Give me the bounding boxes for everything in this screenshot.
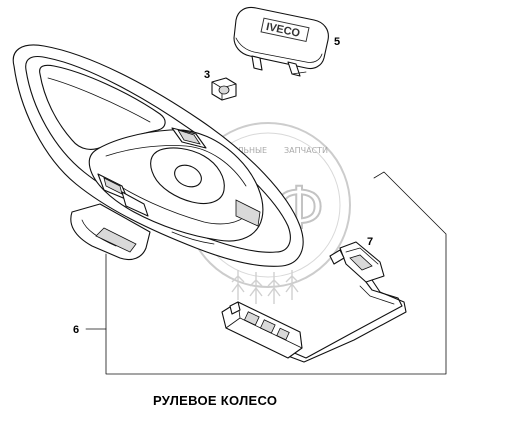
horn-cover: IVECO [233, 6, 329, 77]
watermark-text-right: ЗАПЧАСТИ [284, 146, 328, 155]
callout-lines [85, 171, 447, 375]
callout-3: 3 [204, 69, 210, 81]
watermark-wheat-icon [231, 270, 299, 304]
hub-nut [211, 77, 237, 101]
switch-harness [221, 241, 407, 363]
callout-7: 7 [367, 236, 373, 248]
diagram-caption: РУЛЕВОЕ КОЛЕСО [153, 393, 277, 408]
callout-6: 6 [73, 324, 79, 336]
callout-5: 5 [334, 36, 340, 48]
steering-wheel [12, 44, 304, 267]
